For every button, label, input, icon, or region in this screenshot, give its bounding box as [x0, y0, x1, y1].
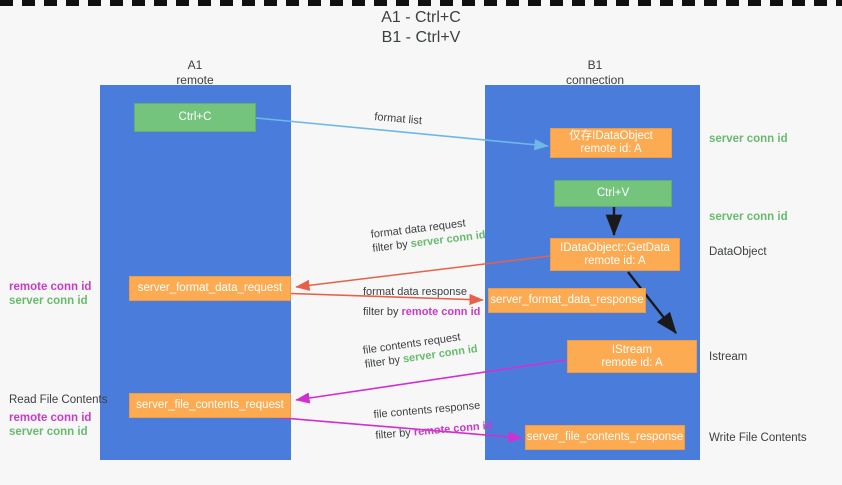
side-label-server-conn-id-2: server conn id	[709, 211, 788, 223]
box-idataobject[interactable]: 仅存IDataObject remote id: A	[550, 128, 672, 158]
box-getdata-line1: IDataObject::GetData	[560, 241, 670, 254]
arrow-getdata-to-istream	[627, 271, 677, 334]
box-server-file-contents-response[interactable]: server_file_contents_response	[525, 425, 685, 450]
box-getdata[interactable]: IDataObject::GetData remote id: A	[550, 238, 680, 271]
left-key-remote-conn-id: remote conn id	[9, 281, 92, 293]
side-label-write-file-contents: Write File Contents	[709, 432, 807, 444]
box-getdata-line2: remote id: A	[584, 254, 646, 267]
box-server-format-data-request[interactable]: server_format_data_request	[129, 276, 291, 301]
box-server-format-data-request-label: server_format_data_request	[137, 282, 283, 294]
lane-b1-name: B1	[587, 58, 603, 72]
side-label-dataobject: DataObject	[709, 246, 767, 258]
box-server-format-data-response-label: server_format_data_response	[490, 294, 644, 306]
box-idataobject-line1: 仅存IDataObject	[569, 130, 653, 142]
box-server-file-contents-request-label: server_file_contents_request	[136, 399, 284, 411]
filter-prefix: filter by	[363, 306, 402, 318]
box-ctrl-v-line1: Ctrl+V	[596, 187, 630, 199]
left-key-server-conn-id: server conn id	[9, 295, 88, 307]
arrow-file-contents-request	[295, 359, 567, 404]
title-line-2: B1 - Ctrl+V	[381, 29, 461, 46]
box-server-format-data-response[interactable]: server_format_data_response	[488, 288, 646, 313]
lane-b1-role: connection	[565, 73, 625, 87]
lane-header-a1: A1 remote	[140, 58, 250, 88]
box-idataobject-line2: remote id: A	[580, 143, 642, 155]
box-ctrl-c-line1: Ctrl+C	[178, 111, 212, 123]
box-server-file-contents-response-label: server_file_contents_response	[526, 431, 684, 443]
arrow-format-data-request	[295, 255, 551, 291]
side-label-istream: Istream	[709, 351, 748, 363]
lane-a1-name: A1	[187, 58, 203, 72]
caption-format-data-response: format data response filter by remote co…	[363, 285, 480, 319]
arrow-format-list	[255, 117, 549, 151]
title-line-1: A1 - Ctrl+C	[381, 9, 461, 26]
left-key-server-conn-id: server conn id	[9, 426, 88, 438]
phase-divider	[0, 0, 842, 6]
box-istream-line2: remote id: A	[601, 356, 663, 369]
lane-header-b1: B1 connection	[540, 58, 650, 88]
left-key-remote-conn-id: remote conn id	[9, 412, 92, 424]
left-keys-file: remote conn id server conn id	[9, 411, 91, 439]
filter-key-remote-conn-id: remote conn id	[401, 306, 481, 318]
caption-format-data-response-title: format data response	[363, 286, 467, 298]
caption-format-data-response-filter: filter by remote conn id	[363, 305, 480, 319]
box-istream-line1: IStream	[611, 343, 653, 356]
box-istream[interactable]: IStream remote id: A	[567, 340, 697, 373]
side-label-read-file-contents: Read File Contents	[9, 394, 108, 406]
left-keys-format: remote conn id server conn id	[9, 280, 91, 308]
side-label-server-conn-id-1: server conn id	[709, 133, 788, 145]
page-title: A1 - Ctrl+C B1 - Ctrl+V	[0, 8, 842, 48]
box-ctrl-c[interactable]: Ctrl+C	[134, 103, 256, 132]
box-server-file-contents-request[interactable]: server_file_contents_request	[129, 393, 291, 418]
lane-a1-role: remote	[176, 73, 214, 87]
box-ctrl-v[interactable]: Ctrl+V	[554, 180, 672, 207]
filter-prefix: filter by	[374, 426, 415, 442]
